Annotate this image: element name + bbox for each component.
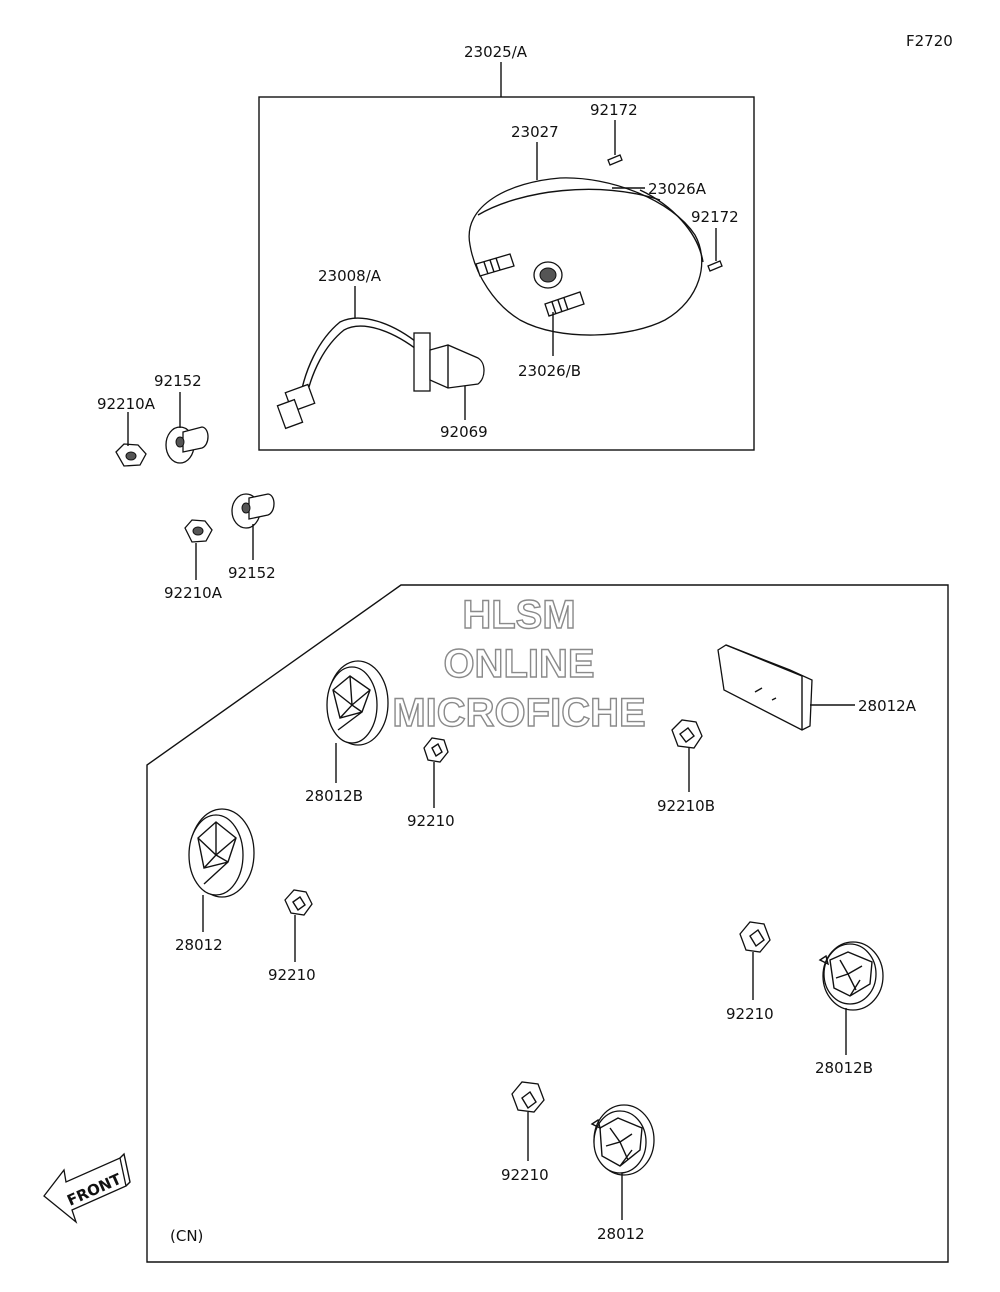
label-28012A[interactable]: 28012A (858, 697, 917, 715)
label-92210A-upper[interactable]: 92210A (97, 395, 156, 413)
reflector-28012A[interactable] (717, 644, 813, 731)
nut-92210-left[interactable] (284, 889, 313, 916)
label-92172-top[interactable]: 92172 (590, 101, 638, 119)
reflector-28012B-lower[interactable] (818, 941, 884, 1011)
reflector-28012B-upper[interactable] (326, 660, 389, 746)
cn-reflector-panel (146, 584, 949, 1263)
watermark-line2: ONLINE (443, 642, 594, 686)
headlight-assembly-box (258, 96, 755, 451)
reflector-28012-bottom[interactable] (590, 1104, 655, 1176)
nut-92210-right[interactable] (739, 921, 771, 953)
label-28012B-lower[interactable]: 28012B (815, 1059, 873, 1077)
label-92210-center[interactable]: 92210 (407, 812, 455, 830)
screw-92172-top[interactable] (607, 154, 623, 166)
label-23025A[interactable]: 23025/A (464, 43, 528, 61)
label-23027[interactable]: 23027 (511, 123, 559, 141)
label-92210-right[interactable]: 92210 (726, 1005, 774, 1023)
screw-92172-right[interactable] (707, 260, 723, 272)
label-92210A-lower[interactable]: 92210A (164, 584, 223, 602)
label-92210B[interactable]: 92210B (657, 797, 715, 815)
nut-92210-center[interactable] (423, 737, 449, 763)
label-23026A[interactable]: 23026A (648, 180, 707, 198)
region-note: (CN) (170, 1227, 203, 1245)
headlight-housing-23027[interactable] (468, 177, 704, 336)
label-92210-left[interactable]: 92210 (268, 966, 316, 984)
nut-92210B[interactable] (671, 719, 703, 749)
label-28012B-upper[interactable]: 28012B (305, 787, 363, 805)
label-23026B[interactable]: 23026/B (518, 362, 581, 380)
collar-92152-lower[interactable] (231, 493, 275, 529)
front-arrow-icon (43, 1152, 131, 1224)
nut-92210A-upper[interactable] (115, 443, 147, 467)
harness-23008A[interactable] (276, 317, 421, 430)
label-92152-lower[interactable]: 92152 (228, 564, 276, 582)
bulb-92069[interactable] (413, 332, 485, 392)
watermark-line1: HLSM (462, 593, 575, 637)
watermark-line3: MICROFICHE (392, 691, 645, 735)
reflector-28012-left[interactable] (188, 808, 255, 898)
label-92069[interactable]: 92069 (440, 423, 488, 441)
figure-code: F2720 (906, 32, 953, 50)
nut-92210A-lower[interactable] (184, 519, 213, 543)
collar-92152-upper[interactable] (165, 426, 209, 464)
nut-92210-bottom[interactable] (511, 1081, 545, 1113)
label-92210-bottom[interactable]: 92210 (501, 1166, 549, 1184)
label-28012-bottom[interactable]: 28012 (597, 1225, 645, 1243)
label-92152-upper[interactable]: 92152 (154, 372, 202, 390)
label-23008A[interactable]: 23008/A (318, 267, 382, 285)
label-28012-left[interactable]: 28012 (175, 936, 223, 954)
label-92172-right[interactable]: 92172 (691, 208, 739, 226)
